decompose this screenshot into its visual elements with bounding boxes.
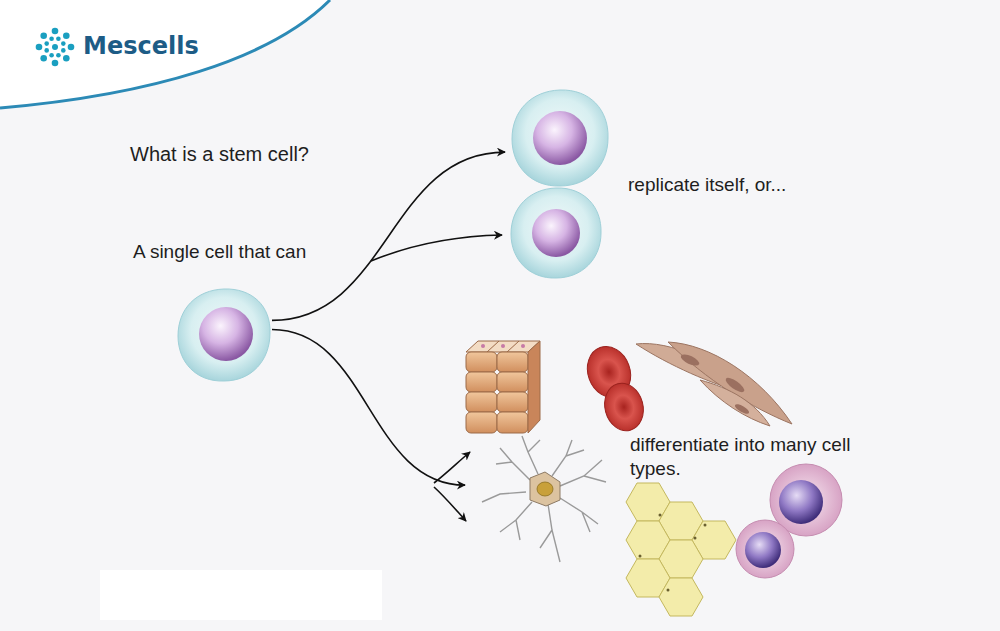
process-arrow bbox=[272, 152, 505, 320]
cell-membrane bbox=[512, 90, 608, 186]
cell-nucleus bbox=[704, 524, 707, 527]
neuron-body bbox=[530, 472, 560, 506]
daughter-cells bbox=[511, 90, 608, 278]
epithelial-side bbox=[528, 341, 540, 433]
logo-dot bbox=[52, 28, 59, 35]
dendrites bbox=[482, 436, 606, 562]
cell-caption: A single cell that can bbox=[133, 240, 306, 264]
logo-dot bbox=[52, 60, 59, 67]
fat-cell bbox=[659, 578, 703, 616]
branch-arrow bbox=[434, 452, 470, 483]
red-blood-cells bbox=[580, 340, 648, 435]
dendrite bbox=[560, 498, 598, 532]
epithelial-cell bbox=[466, 392, 497, 412]
cell-group: replicate itself, or... bbox=[505, 85, 610, 280]
blank-panel bbox=[100, 570, 382, 620]
logo-dot bbox=[49, 53, 54, 58]
cell-group: differentiate into many cell types. bbox=[465, 335, 865, 605]
cell-nucleus bbox=[779, 480, 823, 524]
logo-dot bbox=[40, 32, 47, 39]
logo-dot bbox=[52, 44, 58, 50]
dendrite bbox=[560, 460, 606, 486]
logo-dot bbox=[63, 32, 70, 39]
logo-dot bbox=[44, 41, 49, 46]
logo-dot bbox=[63, 55, 70, 62]
epithelial-top bbox=[466, 341, 540, 352]
cell-nucleus bbox=[533, 111, 587, 165]
muscle-cells bbox=[636, 342, 792, 426]
dendrite bbox=[540, 504, 560, 562]
logo-dot bbox=[61, 41, 66, 46]
epithelial-cell bbox=[466, 352, 497, 372]
cell-nucleus bbox=[521, 344, 525, 348]
logo-dot bbox=[40, 55, 47, 62]
cell-caption: replicate itself, or... bbox=[628, 173, 786, 197]
connector-branches bbox=[371, 235, 502, 521]
epithelial-cell bbox=[497, 412, 528, 433]
logo-dot bbox=[61, 48, 66, 53]
cell-nucleus bbox=[532, 209, 580, 257]
logo-dot bbox=[56, 36, 61, 41]
cell-nucleus bbox=[501, 344, 505, 348]
logo-dot bbox=[44, 48, 49, 53]
dendrite bbox=[552, 440, 584, 476]
cell-membrane bbox=[511, 188, 601, 278]
logo-dot bbox=[49, 36, 54, 41]
dendrite bbox=[500, 502, 532, 540]
cell-group: A single cell that can bbox=[178, 290, 272, 382]
epithelial-cell bbox=[466, 372, 497, 392]
fat-cells bbox=[626, 483, 736, 616]
dendrite bbox=[482, 492, 526, 502]
dendrite bbox=[496, 448, 530, 480]
cell-border bbox=[487, 341, 499, 352]
cell-nucleus bbox=[481, 344, 485, 348]
logo-dot bbox=[68, 44, 75, 51]
muscle-cell bbox=[668, 342, 792, 424]
cell-nucleus bbox=[694, 537, 697, 540]
cell-nucleus bbox=[537, 482, 553, 496]
cell-nucleus bbox=[745, 532, 781, 568]
cell-nucleus bbox=[724, 375, 747, 394]
cell-nucleus bbox=[679, 352, 701, 368]
brand-name: Mescells bbox=[83, 32, 199, 60]
epithelial-cell bbox=[497, 392, 528, 412]
banner-background bbox=[0, 0, 330, 108]
epithelial-cell bbox=[497, 372, 528, 392]
epithelial-cells bbox=[466, 341, 540, 433]
cell-nucleus bbox=[199, 307, 253, 361]
banner-swoosh bbox=[0, 0, 330, 108]
diagram-title: What is a stem cell? bbox=[130, 142, 309, 167]
cell-caption: differentiate into many cell types. bbox=[630, 433, 880, 481]
cell-nucleus bbox=[667, 589, 670, 592]
cell-nucleus bbox=[734, 402, 751, 415]
logo-icon bbox=[36, 28, 75, 67]
epithelial-cell bbox=[466, 412, 497, 433]
white-blood-cell bbox=[736, 520, 794, 578]
neuron bbox=[482, 436, 606, 562]
logo-dot bbox=[56, 53, 61, 58]
cell-nucleus bbox=[639, 555, 642, 558]
red-blood-cell bbox=[599, 379, 648, 435]
logo-banner bbox=[0, 0, 330, 108]
logo-dot bbox=[36, 44, 43, 51]
cell-border bbox=[507, 341, 519, 352]
dendrite bbox=[522, 436, 540, 474]
process-arrow bbox=[272, 330, 465, 486]
cell-membrane bbox=[178, 289, 270, 381]
cell-nucleus bbox=[659, 514, 662, 517]
branch-arrow bbox=[434, 487, 466, 521]
branch-arrow bbox=[371, 235, 502, 261]
stem-cell bbox=[178, 289, 270, 381]
white-blood-cells bbox=[736, 464, 842, 578]
epithelial-cell bbox=[497, 352, 528, 372]
